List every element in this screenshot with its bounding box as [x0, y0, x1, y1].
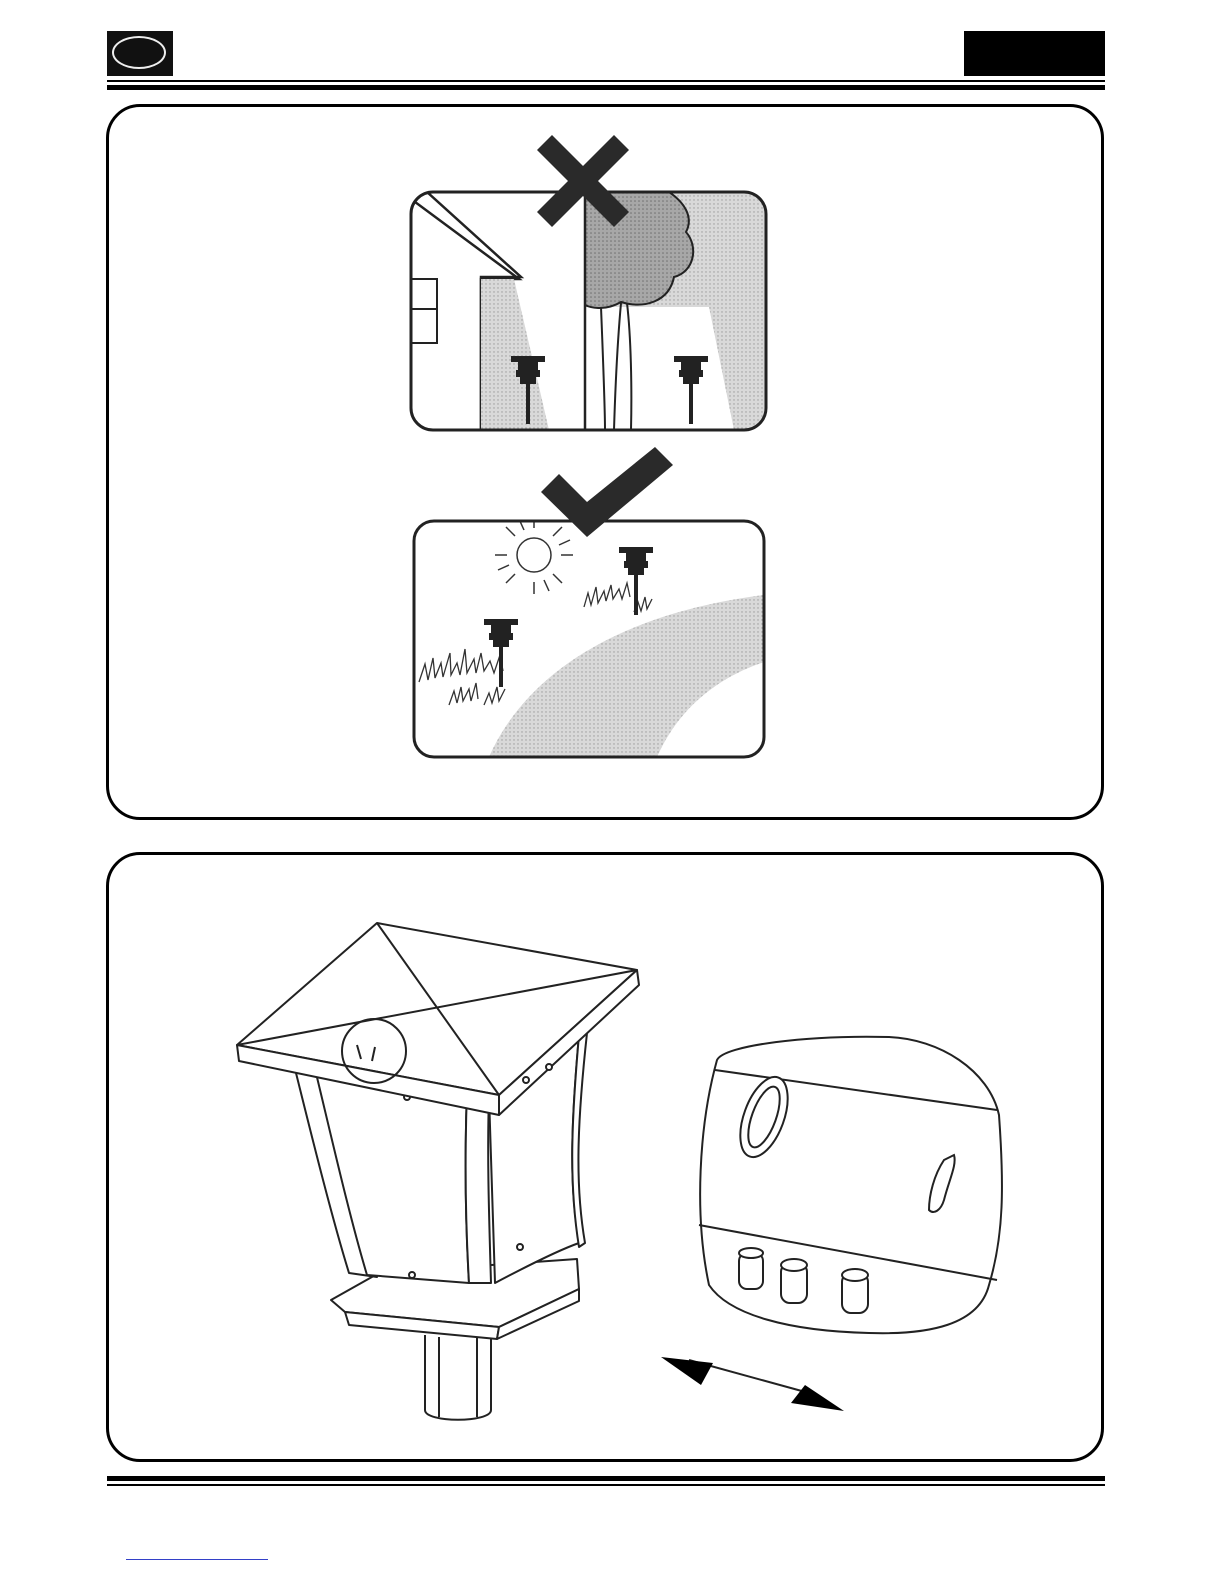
header-rule-thick — [107, 85, 1105, 90]
solar-lantern-illustration — [237, 923, 639, 1420]
header-rule-thin — [107, 80, 1105, 82]
placement-panel — [106, 104, 1104, 820]
correct-placement-illustration — [414, 516, 764, 757]
footer-link-underline[interactable] — [126, 1559, 268, 1560]
header-tab — [964, 31, 1105, 76]
slide-direction-arrow-icon — [661, 1357, 844, 1411]
switch-panel — [106, 852, 1104, 1462]
oval-badge-icon — [112, 36, 166, 69]
language-badge — [107, 31, 173, 76]
footer-rule-thin — [107, 1484, 1105, 1486]
wrong-placement-illustration — [411, 192, 766, 430]
switch-detail-illustration — [699, 1037, 1002, 1333]
footer-rule-thick — [107, 1476, 1105, 1481]
